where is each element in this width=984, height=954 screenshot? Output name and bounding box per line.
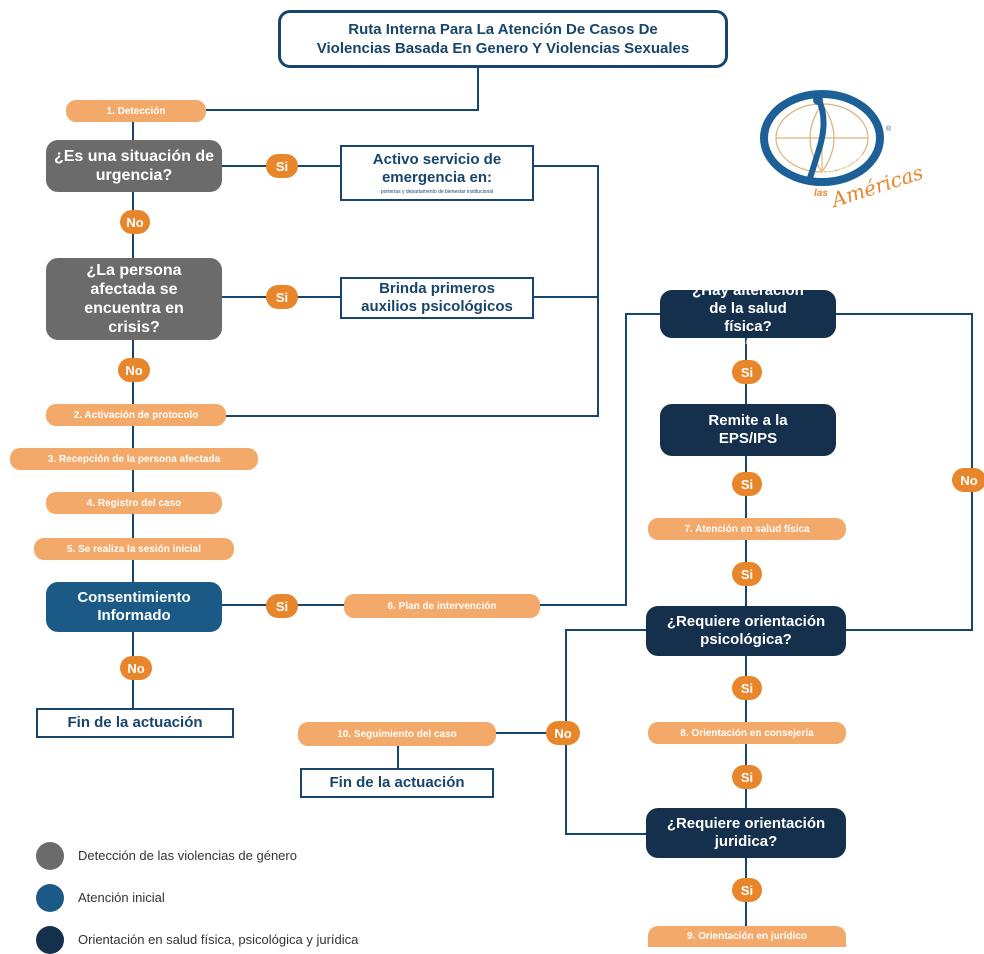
action-emergencia: Activo servicio de emergencia en: porter…: [340, 145, 534, 201]
emergencia-label: Activo servicio de emergencia en:: [372, 150, 502, 186]
title-line-1: Ruta Interna Para La Atención De Casos D…: [348, 21, 658, 38]
connector-salud-no: [836, 313, 973, 631]
badge-no-consentimiento: No: [120, 656, 152, 680]
logo-globe-icon: [760, 90, 884, 186]
badge-si-remite: Si: [732, 472, 762, 496]
badge-no-crisis: No: [118, 358, 150, 382]
end-box-left: Fin de la actuación: [36, 708, 234, 738]
connector-plan-salud: [540, 313, 660, 606]
badge-si-salud: Si: [732, 360, 762, 384]
end-box-middle: Fin de la actuación: [300, 768, 494, 798]
badge-si-urgencia: Si: [266, 154, 298, 178]
badge-no-psico-juridica: No: [546, 721, 580, 745]
legend-label-atencion: Atención inicial: [78, 890, 165, 905]
salud-fisica-label: ¿Hay alteración de la salud física?: [692, 281, 804, 335]
step-sesion: 5. Se realiza la sesión inicial: [34, 538, 234, 560]
diagram-title: Ruta Interna Para La Atención De Casos D…: [278, 10, 728, 68]
legend-swatch-deteccion: [36, 842, 64, 870]
step-juridico: 9. Orientación en jurídico: [648, 926, 846, 947]
step-deteccion: 1. Detección: [66, 100, 206, 122]
badge-si-atencion: Si: [732, 562, 762, 586]
action-auxilios: Brinda primeros auxilios psicológicos: [340, 277, 534, 319]
step-registro: 4. Registro del caso: [46, 492, 222, 514]
step-seguimiento: 10. Seguimiento del caso: [298, 722, 496, 746]
legend-label-deteccion: Detección de las violencias de género: [78, 848, 297, 863]
decision-salud-fisica: ¿Hay alteración de la salud física? Ases…: [660, 282, 836, 346]
logo-text-las: las: [814, 188, 828, 199]
salud-fisica-sub: Asesoría médica: [718, 336, 778, 346]
legend-swatch-orientacion: [36, 926, 64, 954]
decision-urgencia: ¿Es una situación de urgencia?: [46, 140, 222, 192]
badge-si-crisis: Si: [266, 285, 298, 309]
decision-juridica: ¿Requiere orientación juridica?: [646, 808, 846, 858]
legend-label-orientacion: Orientación en salud física, psicológica…: [78, 932, 359, 947]
badge-si-psicologica: Si: [732, 676, 762, 700]
decision-crisis: ¿La persona afectada se encuentra en cri…: [46, 258, 222, 340]
badge-si-juridica: Si: [732, 878, 762, 902]
legend-swatch-atencion: [36, 884, 64, 912]
decision-consentimiento: Consentimiento Informado: [46, 582, 222, 632]
action-remite: Remite a la EPS/IPS: [660, 404, 836, 456]
logo: ® Por siempre las Américas: [758, 88, 926, 214]
badge-no-urgencia: No: [120, 210, 150, 234]
badge-no-salud: No: [952, 468, 984, 492]
step-plan: 6. Plan de intervención: [344, 594, 540, 618]
step-activacion: 2. Activación de protocolo: [46, 404, 226, 426]
connector-psico-juridica-no: [565, 629, 660, 835]
badge-si-consentimiento: Si: [266, 594, 298, 618]
badge-si-consejeria: Si: [732, 765, 762, 789]
emergencia-sub: porterías y departamento de bienestar in…: [380, 188, 494, 195]
step-recepcion: 3. Recepción de la persona afectada: [10, 448, 258, 470]
logo-mark: ®: [886, 126, 892, 133]
connector-title-deteccion: [206, 68, 479, 111]
title-line-2: Violencias Basada En Genero Y Violencias…: [316, 40, 690, 57]
connector-emergencia-activacion: [226, 165, 599, 417]
step-atencion-fisica: 7. Atención en salud física: [648, 518, 846, 540]
decision-psicologica: ¿Requiere orientación psicológica?: [646, 606, 846, 656]
step-consejeria: 8. Orientación en consejería: [648, 722, 846, 744]
